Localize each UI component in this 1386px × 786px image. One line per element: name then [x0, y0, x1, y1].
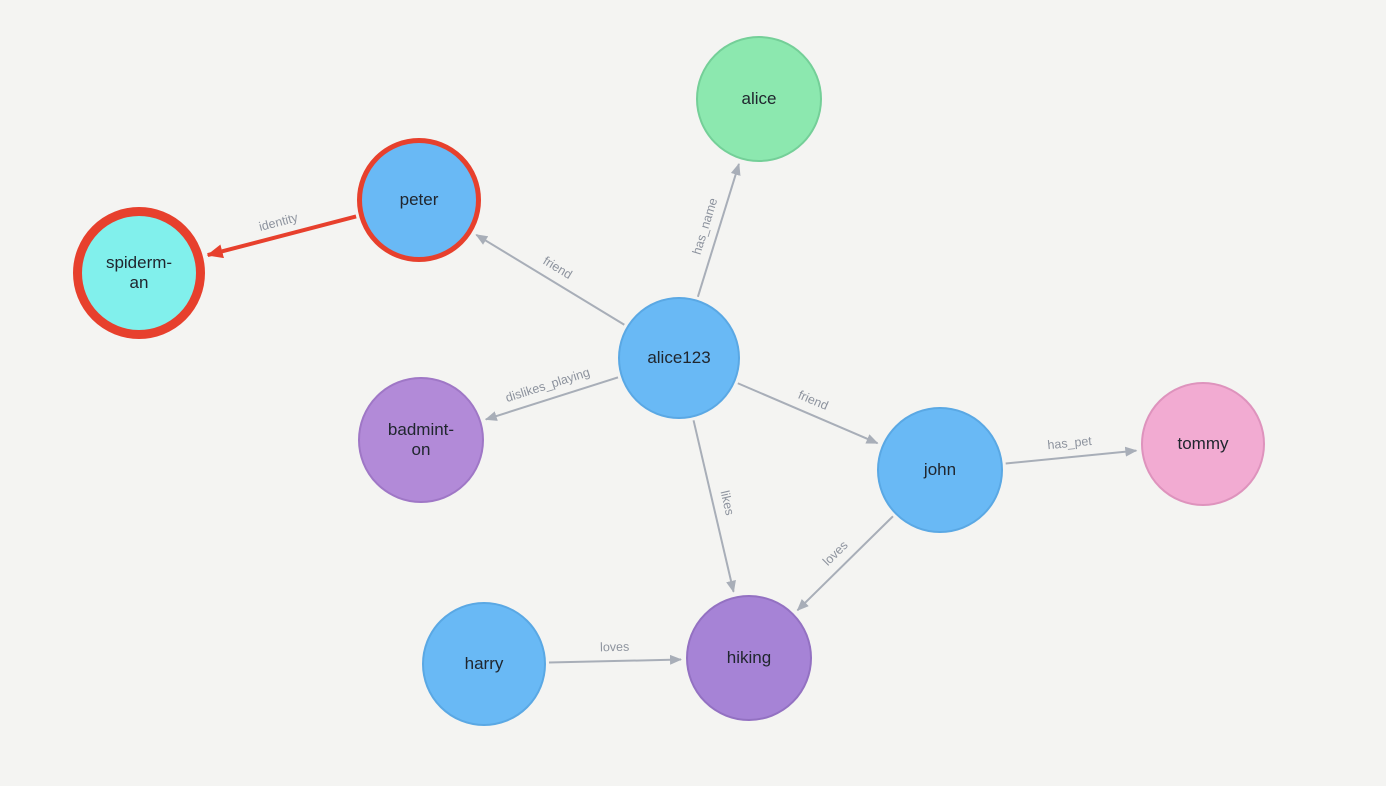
- edge-label-has_name: has_name: [690, 196, 721, 256]
- edge-harry-hiking[interactable]: [548, 654, 683, 665]
- node-spiderman[interactable]: spiderm- an: [73, 207, 205, 339]
- edge-label-loves: loves: [600, 640, 629, 655]
- node-alice[interactable]: alice: [696, 36, 822, 162]
- node-peter[interactable]: peter: [357, 138, 481, 262]
- edge-alice123-john[interactable]: [737, 382, 879, 445]
- node-label-badminton: badmint- on: [387, 419, 455, 459]
- node-alice123[interactable]: alice123: [618, 297, 740, 419]
- node-badminton[interactable]: badmint- on: [358, 377, 484, 503]
- node-hiking[interactable]: hiking: [686, 595, 812, 721]
- node-label-alice123: alice123: [647, 347, 711, 367]
- node-label-hiking: hiking: [726, 647, 772, 667]
- edge-peter-spiderman[interactable]: [206, 214, 357, 259]
- node-john[interactable]: john: [877, 407, 1003, 533]
- node-harry[interactable]: harry: [422, 602, 546, 726]
- node-label-peter: peter: [399, 189, 439, 209]
- edge-alice123-alice[interactable]: [696, 163, 741, 298]
- edge-alice123-badminton[interactable]: [484, 376, 619, 421]
- node-label-harry: harry: [464, 653, 504, 673]
- edge-label-friend: friend: [796, 388, 830, 413]
- edge-label-likes: likes: [718, 489, 737, 517]
- node-label-tommy: tommy: [1177, 433, 1229, 453]
- edge-alice123-hiking[interactable]: [692, 420, 736, 593]
- edge-label-identity: identity: [257, 210, 300, 234]
- edge-john-tommy[interactable]: [1005, 446, 1138, 465]
- node-label-alice: alice: [741, 88, 777, 108]
- edge-label-has_pet: has_pet: [1047, 434, 1093, 452]
- edge-alice123-peter[interactable]: [475, 233, 625, 326]
- node-label-john: john: [923, 459, 957, 479]
- node-tommy[interactable]: tommy: [1141, 382, 1265, 506]
- edge-label-loves: loves: [820, 538, 851, 568]
- node-label-spiderman: spiderm- an: [105, 252, 173, 292]
- edge-john-hiking[interactable]: [796, 515, 894, 612]
